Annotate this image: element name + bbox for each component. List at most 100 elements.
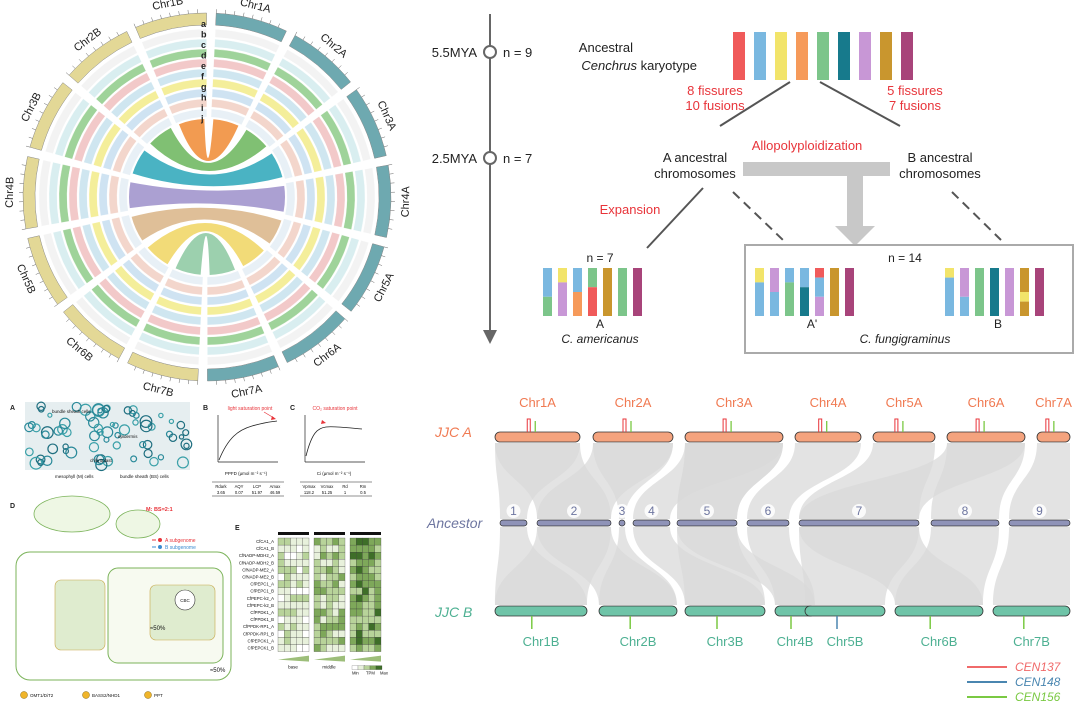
legend-label: PPT (154, 693, 163, 698)
legend-text: CEN137 (1015, 660, 1062, 674)
heatmap-cell (375, 630, 381, 637)
heatmap-cell (320, 623, 326, 630)
legend-label: OMT1/DiT2 (30, 693, 54, 698)
table-value: 46.59 (270, 490, 281, 495)
heatmap-cell (320, 630, 326, 637)
heatmap-cell (326, 552, 332, 559)
heatmap-cell (356, 588, 362, 595)
table-value: 3.65 (217, 490, 226, 495)
heatmap-cell (284, 588, 290, 595)
heatmap-cell (350, 588, 356, 595)
heatmap-cell (284, 566, 290, 573)
ancestor-chromosome (799, 520, 919, 526)
heatmap-cell (297, 566, 303, 573)
chromosome-label: Chr5B (14, 262, 38, 295)
label-bs-cells: bundle sheath (BS) cells (120, 474, 170, 479)
heatmap-cell (314, 581, 320, 588)
jjc-a-chromosome (795, 432, 861, 442)
branch-b-dashed (952, 192, 1001, 240)
table-value: 0.5 (360, 490, 366, 495)
label-bundle-sheath: bundle sheath cells (52, 409, 91, 414)
heatmap-cell (362, 566, 368, 573)
jjc-a-chr-label: Chr5A (886, 395, 923, 410)
tick (109, 37, 111, 40)
scale-swatch (358, 666, 364, 670)
karyotype-segment (543, 268, 552, 297)
table-value: 118.2 (304, 490, 315, 495)
heatmap-cell (303, 637, 309, 644)
karyotype-segment (588, 287, 597, 316)
heatmap-cell (369, 645, 375, 652)
heatmap-cell (326, 595, 332, 602)
heatmap-cell (278, 545, 284, 552)
heatmap-cell (297, 630, 303, 637)
karyotype-segment (815, 268, 824, 278)
heatmap-cell (297, 616, 303, 623)
ancestor-chromosome (677, 520, 737, 526)
heatmap-cell (356, 645, 362, 652)
heatmap-cell (339, 538, 345, 545)
heatmap-cell (290, 552, 296, 559)
tick (26, 247, 30, 248)
karyotype-segment (945, 278, 954, 316)
karyotype-segment (800, 268, 809, 287)
track-ring (295, 180, 305, 219)
heatmap-cell (284, 637, 290, 644)
heatmap-cell (320, 609, 326, 616)
tick (303, 354, 305, 357)
heatmap-cell (339, 552, 345, 559)
ancestor-num: 5 (704, 504, 711, 518)
legend-marker (145, 692, 152, 699)
heatmap-cell (339, 574, 345, 581)
heatmap-cell (314, 574, 320, 581)
fungigraminus-a-karyotype (755, 268, 854, 316)
tick (36, 273, 40, 275)
tick (384, 146, 388, 147)
chromosome-label: Chr4B (4, 177, 17, 208)
timeline-node-1 (484, 46, 496, 58)
karyotype-segment (543, 297, 552, 316)
heatmap-cell (314, 623, 320, 630)
table-value: 1 (344, 490, 347, 495)
heatmap-cell (369, 538, 375, 545)
tick (49, 95, 52, 97)
tick (325, 53, 328, 56)
heatmap-cell (339, 602, 345, 609)
scale-label: TPM (366, 671, 375, 676)
tick (179, 11, 180, 15)
tick (73, 326, 76, 329)
cen137-peak (819, 419, 822, 432)
heatmap-cell (320, 637, 326, 644)
ancestor-num: 2 (571, 504, 578, 518)
heatmap-cell (362, 552, 368, 559)
jjc-a-chr-label: Chr2A (615, 395, 652, 410)
tick (261, 373, 262, 377)
heatmap-cell (362, 595, 368, 602)
karyotype-segment (770, 268, 779, 292)
b-ancestral-1: B ancestral (907, 150, 972, 165)
ratio-label: M: BS=2:1 (146, 507, 173, 513)
heatmap-cell (369, 581, 375, 588)
heatmap-cell (284, 616, 290, 623)
heatmap-cell (375, 574, 381, 581)
heatmap-cell (326, 559, 332, 566)
heatmap-cell (284, 581, 290, 588)
panel-e-letter: E (235, 525, 240, 532)
ancestral-chromosome (838, 32, 850, 80)
heatmap-cell (333, 616, 339, 623)
heatmap-cell (314, 566, 320, 573)
heatmap-cell (350, 595, 356, 602)
karyotype-segment (1035, 268, 1044, 316)
tick (295, 32, 297, 36)
tick (179, 379, 180, 383)
heatmap-cell (290, 623, 296, 630)
track-letter: h (201, 93, 207, 103)
heatmap-cell (339, 545, 345, 552)
heatmap-cell (290, 602, 296, 609)
chromosome-label: Chr4A (400, 185, 413, 217)
heatmap-cell (314, 552, 320, 559)
heatmap-cell (356, 552, 362, 559)
heatmap-cell (290, 545, 296, 552)
ancestral-chromosome (754, 32, 766, 80)
